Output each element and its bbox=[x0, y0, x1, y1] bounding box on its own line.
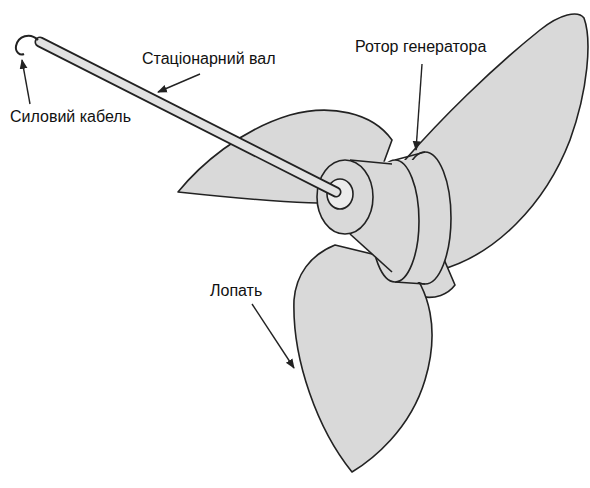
leader-line bbox=[22, 60, 30, 104]
leader-line bbox=[252, 304, 294, 368]
power-cable bbox=[16, 36, 38, 55]
leader-line bbox=[158, 74, 200, 92]
cable-label: Силовий кабель bbox=[8, 108, 133, 126]
rotor-label: Ротор генератора bbox=[353, 38, 488, 56]
blade-label: Лопать bbox=[208, 282, 264, 300]
leader-line bbox=[416, 64, 422, 150]
shaft-label: Стаціонарний вал bbox=[140, 50, 278, 68]
hub-face bbox=[317, 160, 373, 234]
